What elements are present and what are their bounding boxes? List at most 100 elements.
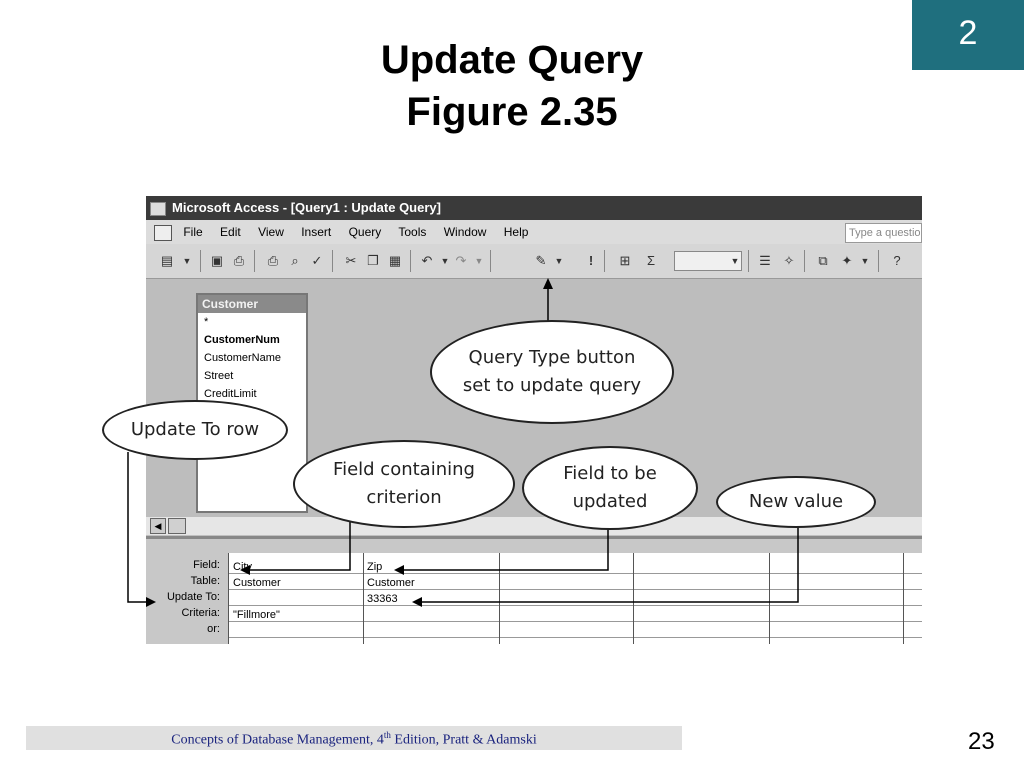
callout-field-updated: Field to be updated bbox=[522, 446, 698, 530]
connector-update-to bbox=[127, 452, 150, 603]
new-object-dropdown-icon[interactable]: ▼ bbox=[860, 256, 870, 266]
toolbar-separator bbox=[254, 250, 255, 272]
toolbar-separator bbox=[878, 250, 879, 272]
database-window-icon[interactable]: ⧉ bbox=[818, 253, 828, 268]
cut-icon[interactable]: ✂ bbox=[345, 253, 357, 268]
row-label-table: Table: bbox=[190, 575, 220, 587]
toolbar-separator bbox=[604, 250, 605, 272]
cell-table-col2[interactable]: Customer bbox=[367, 577, 415, 589]
totals-icon[interactable]: Σ bbox=[646, 253, 656, 268]
toolbar-separator bbox=[200, 250, 201, 272]
callout-field-criterion-text: Field containing criterion bbox=[333, 459, 475, 508]
chapter-number-box: 2 bbox=[912, 0, 1024, 70]
window-titlebar: Microsoft Access - [Query1 : Update Quer… bbox=[146, 196, 922, 220]
row-label-criteria: Criteria: bbox=[181, 607, 220, 619]
callout-field-updated-text: Field to be updated bbox=[563, 463, 657, 512]
cell-criteria-col1[interactable]: "Fillmore" bbox=[233, 609, 280, 621]
footer-text-sup: th bbox=[383, 730, 391, 740]
spell-icon[interactable]: ✓ bbox=[311, 253, 323, 268]
properties-icon[interactable]: ☰ bbox=[759, 253, 771, 268]
window-title: Microsoft Access - [Query1 : Update Quer… bbox=[172, 200, 441, 215]
ask-question-input[interactable]: Type a question bbox=[845, 223, 922, 243]
copy-icon[interactable]: ❐ bbox=[367, 253, 379, 268]
menu-view[interactable]: View bbox=[258, 225, 284, 239]
arrowhead-icon bbox=[240, 565, 250, 575]
query-design-toolbar: ▤ ▼ ▣ ⎙ ⎙ ⌕ ✓ ✂ ❐ ▦ ↶ ▼ ↷ ▼ ✎ ▼ ! ⊞ Σ ▼ … bbox=[146, 244, 922, 279]
callout-new-value-text: New value bbox=[748, 491, 844, 512]
menu-tools[interactable]: Tools bbox=[398, 225, 427, 239]
field-list-item[interactable]: * bbox=[204, 316, 209, 328]
paste-icon[interactable]: ▦ bbox=[388, 253, 402, 268]
footer-text-tail: Edition, Pratt & Adamski bbox=[390, 732, 537, 748]
callout-new-value: New value bbox=[716, 476, 876, 528]
toolbar-separator bbox=[490, 250, 491, 272]
row-label-update-to: Update To: bbox=[166, 591, 220, 603]
menu-query[interactable]: Query bbox=[348, 225, 382, 239]
arrowhead-icon bbox=[412, 597, 422, 607]
callout-query-type: Query Type button set to update query bbox=[430, 320, 674, 424]
menu-help[interactable]: Help bbox=[503, 225, 529, 239]
combo-dropdown-icon[interactable]: ▼ bbox=[730, 256, 740, 266]
view-icon[interactable]: ▤ bbox=[160, 253, 174, 268]
help-icon[interactable]: ? bbox=[893, 253, 901, 268]
connector-new-value bbox=[420, 520, 799, 603]
view-dropdown-icon[interactable]: ▼ bbox=[182, 256, 192, 266]
callout-update-to-row-text: Update To row bbox=[130, 419, 260, 440]
top-values-combo[interactable] bbox=[674, 251, 742, 271]
query-type-dropdown-icon[interactable]: ▼ bbox=[554, 256, 564, 266]
footer-citation: Concepts of Database Management, 4th Edi… bbox=[26, 730, 682, 749]
menu-edit[interactable]: Edit bbox=[220, 225, 241, 239]
document-menu-icon[interactable] bbox=[154, 224, 172, 241]
grid-line bbox=[229, 637, 922, 638]
menu-file[interactable]: File bbox=[183, 225, 203, 239]
field-list-item[interactable]: Street bbox=[204, 370, 234, 382]
arrowhead-icon bbox=[543, 278, 553, 289]
undo-icon[interactable]: ↶ bbox=[421, 253, 433, 268]
grid-line bbox=[229, 573, 922, 574]
field-list-item[interactable]: CreditLimit bbox=[204, 388, 257, 400]
row-label-field: Field: bbox=[193, 559, 220, 571]
cell-table-col1[interactable]: Customer bbox=[233, 577, 281, 589]
query-type-icon[interactable]: ✎ bbox=[535, 253, 547, 268]
slide-subtitle: Figure 2.35 bbox=[406, 90, 618, 134]
toolbar-separator bbox=[332, 250, 333, 272]
grid-line bbox=[229, 621, 922, 622]
grid-column-4[interactable] bbox=[633, 553, 770, 644]
design-grid-area: Field: Table: Update To: Criteria: or: C… bbox=[146, 536, 922, 644]
footer-bar: Concepts of Database Management, 4th Edi… bbox=[26, 726, 682, 750]
menu-window[interactable]: Window bbox=[443, 225, 487, 239]
query-design-grid: City Customer "Fillmore" Zip Customer 33… bbox=[228, 553, 922, 644]
cell-field-col2[interactable]: Zip bbox=[367, 561, 383, 573]
redo-dropdown-icon[interactable]: ▼ bbox=[474, 256, 484, 266]
cell-update-to-col2[interactable]: 33363 bbox=[367, 593, 398, 605]
new-object-icon[interactable]: ✦ bbox=[841, 253, 853, 268]
grid-column-3[interactable] bbox=[499, 553, 634, 644]
preview-icon[interactable]: ⌕ bbox=[291, 253, 299, 268]
field-list-item[interactable]: CustomerName bbox=[204, 352, 282, 364]
redo-icon[interactable]: ↷ bbox=[455, 253, 467, 268]
file-search-icon[interactable]: ⎙ bbox=[233, 253, 245, 268]
menu-insert[interactable]: Insert bbox=[301, 225, 332, 239]
run-icon[interactable]: ! bbox=[588, 253, 594, 268]
grid-column-2[interactable] bbox=[363, 553, 500, 644]
toolbar-separator bbox=[804, 250, 805, 272]
builder-icon[interactable]: ✧ bbox=[783, 253, 795, 268]
grid-column-5[interactable] bbox=[769, 553, 904, 644]
menu-bar: File Edit View Insert Query Tools Window… bbox=[146, 220, 922, 244]
show-table-icon[interactable]: ⊞ bbox=[619, 253, 631, 268]
access-app-icon bbox=[150, 201, 166, 216]
slide-title: Update Query bbox=[380, 38, 644, 82]
field-list-item-key[interactable]: CustomerNum bbox=[204, 334, 280, 346]
scroll-thumb[interactable] bbox=[168, 518, 186, 534]
scroll-left-icon[interactable]: ◀ bbox=[150, 518, 166, 534]
callout-query-type-text: Query Type button set to update query bbox=[462, 347, 642, 396]
horizontal-scrollbar[interactable]: ◀ bbox=[146, 517, 922, 535]
undo-dropdown-icon[interactable]: ▼ bbox=[440, 256, 450, 266]
connector-criterion bbox=[246, 520, 351, 571]
save-icon[interactable]: ▣ bbox=[210, 253, 224, 268]
callout-field-criterion: Field containing criterion bbox=[293, 440, 515, 528]
grid-column-1[interactable] bbox=[229, 553, 364, 644]
grid-line bbox=[229, 605, 922, 606]
row-label-or: or: bbox=[207, 623, 220, 635]
print-icon[interactable]: ⎙ bbox=[267, 253, 279, 268]
